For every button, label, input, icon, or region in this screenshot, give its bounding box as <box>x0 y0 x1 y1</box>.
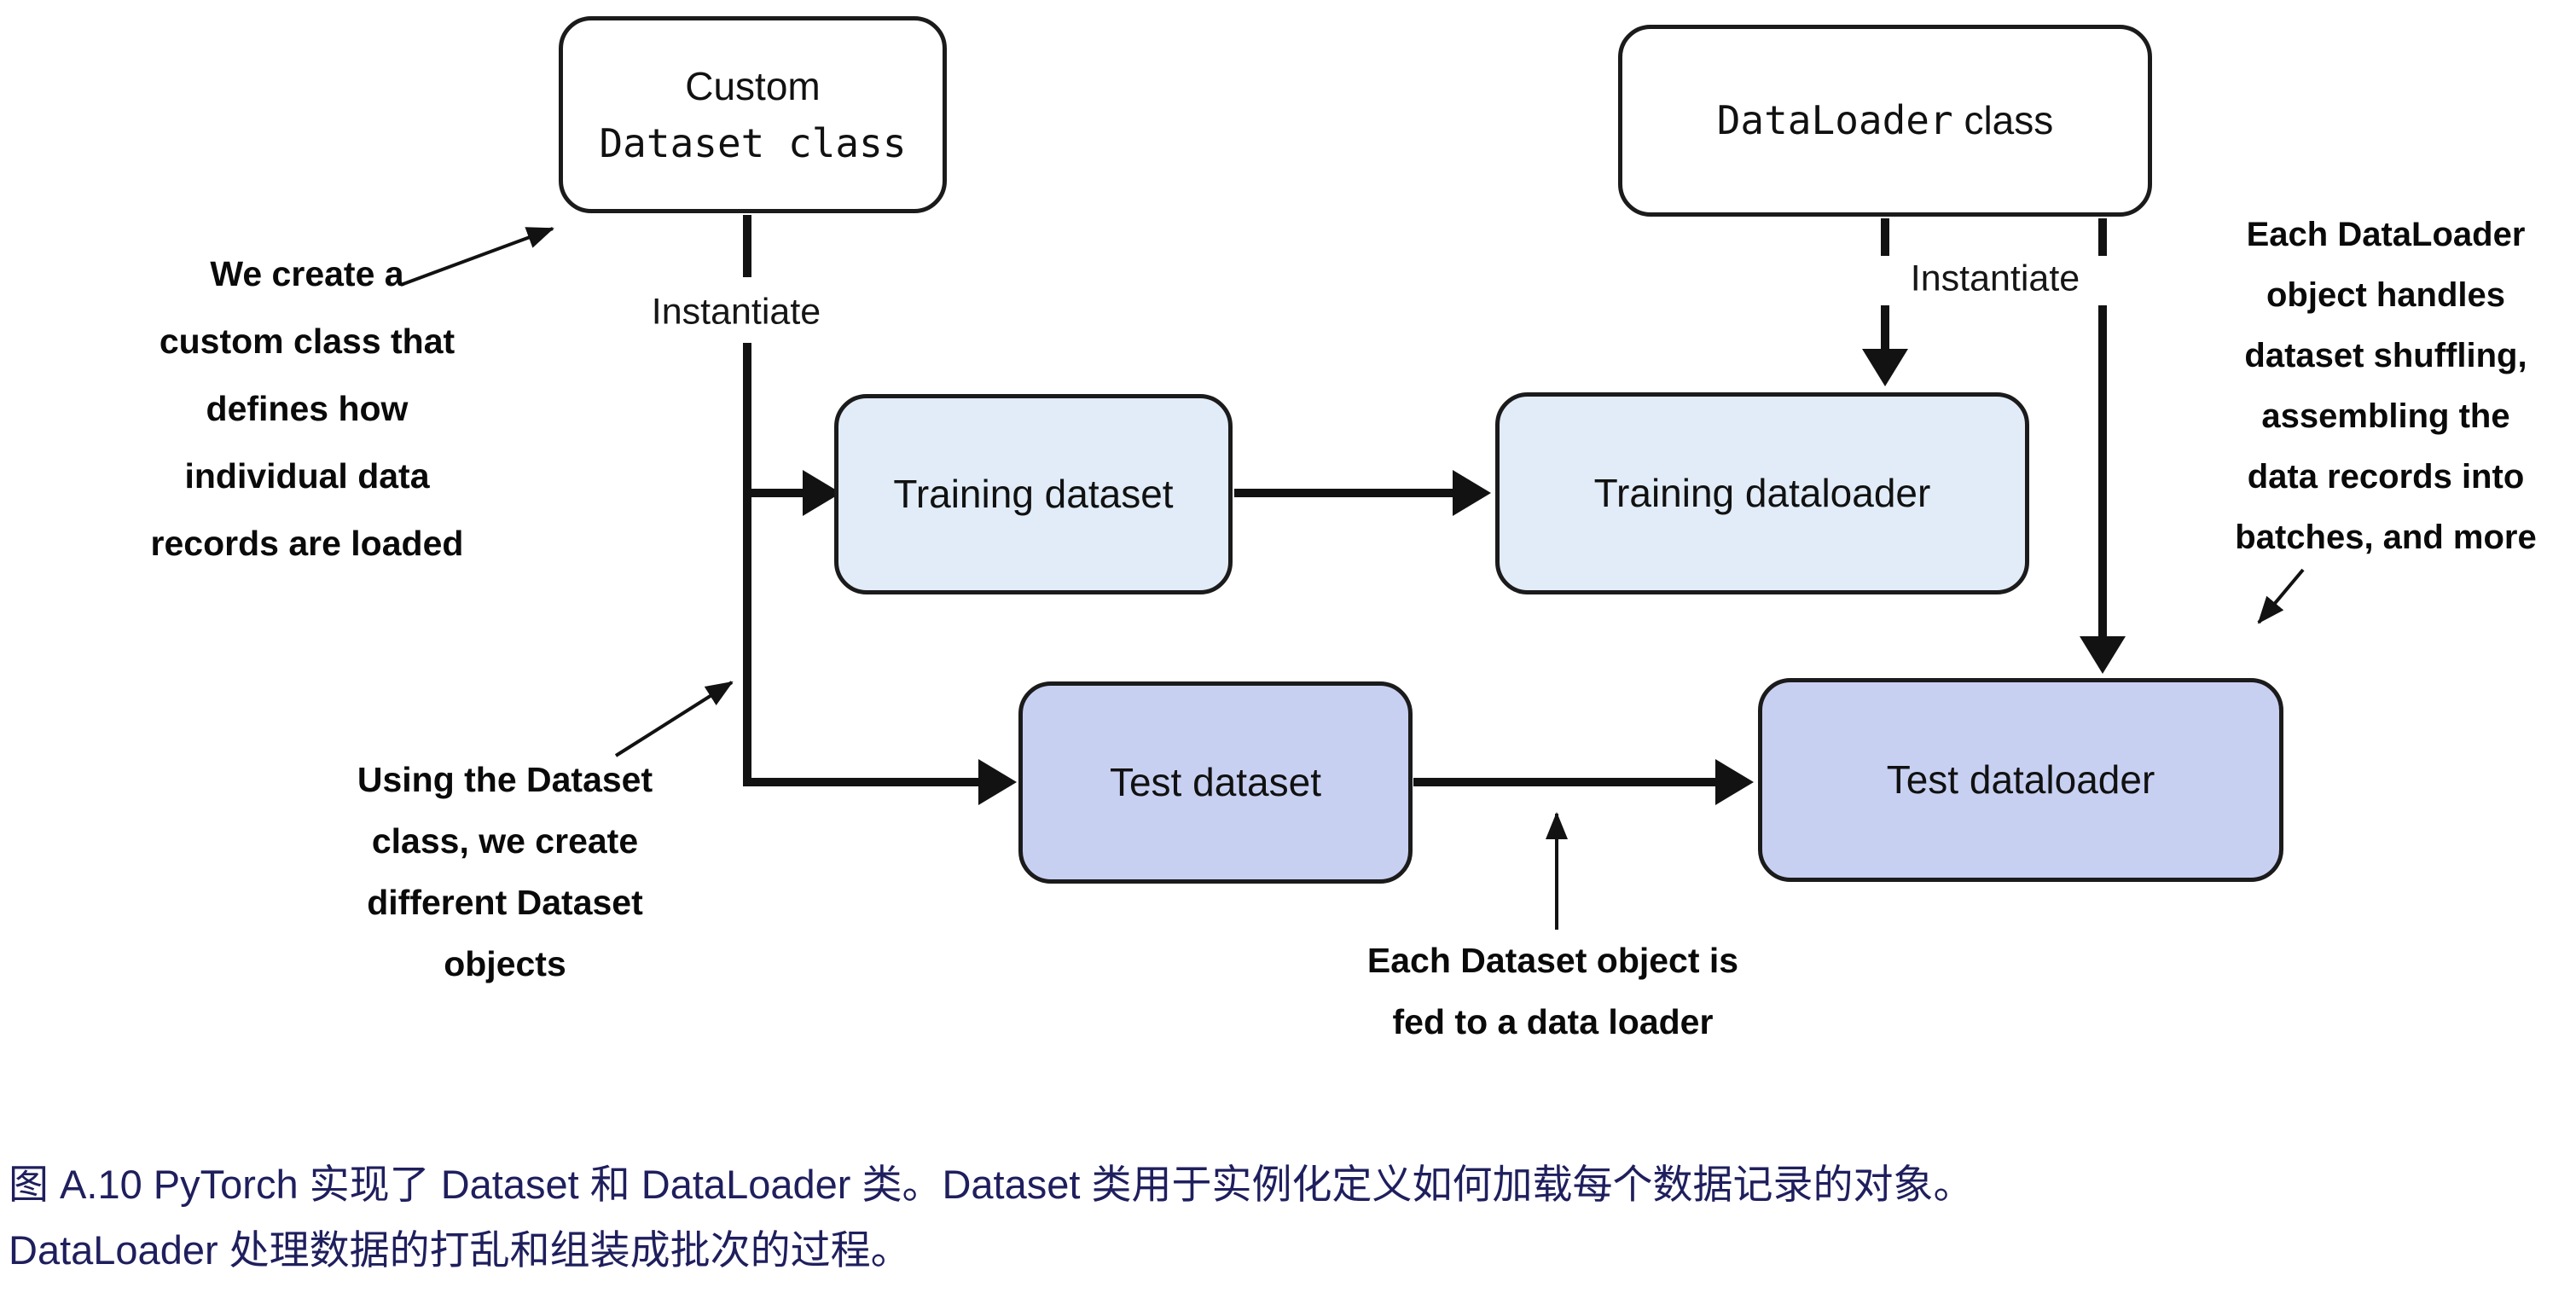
arrowhead-to-training-dataloader <box>1453 470 1491 516</box>
training-dataset-label: Training dataset <box>893 472 1174 517</box>
annotation-using-dataset-class: Using the Dataset class, we create diffe… <box>357 760 653 983</box>
dataloader-class-label: DataLoader class <box>1717 92 2054 149</box>
annotation-dataloader-handles: Each DataLoader object handles dataset s… <box>2235 216 2537 556</box>
training-dataset-box: Training dataset <box>834 394 1233 594</box>
custom-dataset-class-line1: Custom <box>685 63 821 108</box>
figure-caption-line2: DataLoader 处理数据的打乱和组装成批次的过程。 <box>9 1227 911 1273</box>
dataloader-class-code-text: DataLoader <box>1716 97 1953 144</box>
arrowhead-to-training-dataset <box>803 470 841 516</box>
annotation-arrow-dataloader-handles <box>2257 568 2305 624</box>
annotation-create-custom-class: We create a custom class that defines ho… <box>150 254 464 563</box>
dataloader-class-box: DataLoader class <box>1618 25 2152 217</box>
training-dataloader-label: Training dataloader <box>1593 471 1931 516</box>
test-dataloader-box: Test dataloader <box>1758 678 2283 882</box>
annotation-arrow-create-custom-class <box>400 227 554 287</box>
custom-dataset-class-label: Custom Dataset class <box>599 58 906 171</box>
test-dataset-box: Test dataset <box>1018 681 1413 884</box>
figure-caption: 图 A.10 PyTorch 实现了 Dataset 和 DataLoader … <box>9 1151 1974 1283</box>
figure-caption-line1: 图 A.10 PyTorch 实现了 Dataset 和 DataLoader … <box>9 1162 1974 1207</box>
custom-dataset-class-line2: Dataset class <box>599 119 907 166</box>
custom-dataset-class-box: Custom Dataset class <box>559 16 947 213</box>
arrowhead-to-test-dataloader <box>1715 759 1754 805</box>
annotation-arrow-using-dataset-class <box>614 681 734 757</box>
test-dataset-label: Test dataset <box>1109 760 1322 805</box>
arrowhead-to-test-dataset <box>978 759 1017 805</box>
training-dataloader-box: Training dataloader <box>1495 392 2029 594</box>
annotation-dataset-fed-to-loader: Each Dataset object is fed to a data loa… <box>1366 941 1739 1041</box>
arrowhead-instantiate-training-dataloader <box>1862 349 1908 386</box>
dataloader-class-rest-text: class <box>1952 98 2054 143</box>
arrowhead-instantiate-test-dataloader <box>2080 636 2126 674</box>
instantiate-label-right: Instantiate <box>1910 258 2080 299</box>
test-dataloader-label: Test dataloader <box>1886 757 2155 803</box>
instantiate-label-left: Instantiate <box>651 291 821 333</box>
